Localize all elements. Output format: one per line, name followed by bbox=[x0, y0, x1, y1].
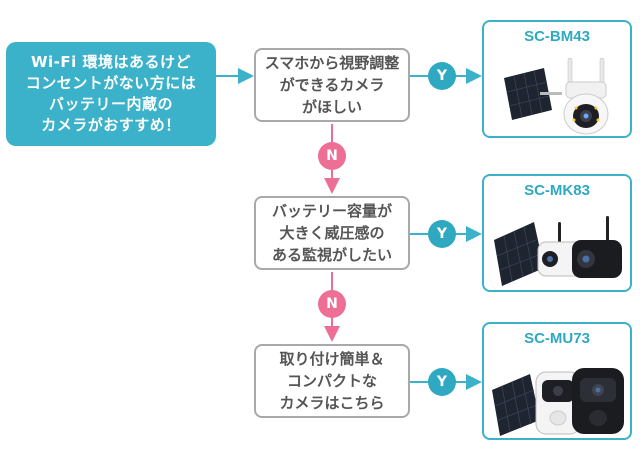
intro-line: バッテリー内蔵の bbox=[48, 95, 173, 113]
product-card-3[interactable]: SC-MU73 bbox=[482, 322, 632, 440]
question-line: 大きく威圧感の bbox=[279, 224, 385, 242]
yes-badge-1: Y bbox=[428, 62, 456, 90]
product-card-1[interactable]: SC-BM43 bbox=[482, 20, 632, 138]
compact-camera-solar-image bbox=[492, 368, 624, 436]
product-name: SC-MK83 bbox=[524, 182, 590, 199]
intro-line: コンセントがない方には bbox=[25, 74, 197, 92]
intro-box: Wi-Fi 環境はあるけど コンセントがない方には バッテリー内蔵の カメラがお… bbox=[6, 42, 216, 146]
product-card-2[interactable]: SC-MK83 bbox=[482, 174, 632, 292]
product-name: SC-MU73 bbox=[524, 330, 590, 347]
yes-badge-3: Y bbox=[428, 368, 456, 396]
question-line: バッテリー容量が bbox=[271, 202, 392, 220]
bullet-camera-solar-image bbox=[494, 216, 622, 286]
question-line: ある監視がしたい bbox=[271, 246, 392, 264]
question-line: カメラはこちら bbox=[279, 394, 385, 412]
yes-badge-2: Y bbox=[428, 220, 456, 248]
product-name: SC-BM43 bbox=[524, 28, 590, 45]
question-line: スマホから視野調整 bbox=[264, 54, 400, 72]
ptz-camera-solar-image bbox=[504, 57, 609, 135]
question-box-1: スマホから視野調整 ができるカメラ がほしい bbox=[254, 48, 410, 122]
question-line: がほしい bbox=[301, 98, 362, 116]
no-badge-2: N bbox=[318, 290, 346, 318]
question-line: コンパクトな bbox=[286, 372, 377, 390]
question-line: 取り付け簡単＆ bbox=[279, 350, 385, 368]
no-badge-1: N bbox=[318, 142, 346, 170]
question-box-3: 取り付け簡単＆ コンパクトな カメラはこちら bbox=[254, 344, 410, 418]
intro-line: Wi-Fi 環境はあるけど bbox=[30, 53, 191, 71]
question-line: ができるカメラ bbox=[279, 76, 385, 94]
question-box-2: バッテリー容量が 大きく威圧感の ある監視がしたい bbox=[254, 196, 410, 270]
intro-line: カメラがおすすめ！ bbox=[41, 116, 181, 134]
